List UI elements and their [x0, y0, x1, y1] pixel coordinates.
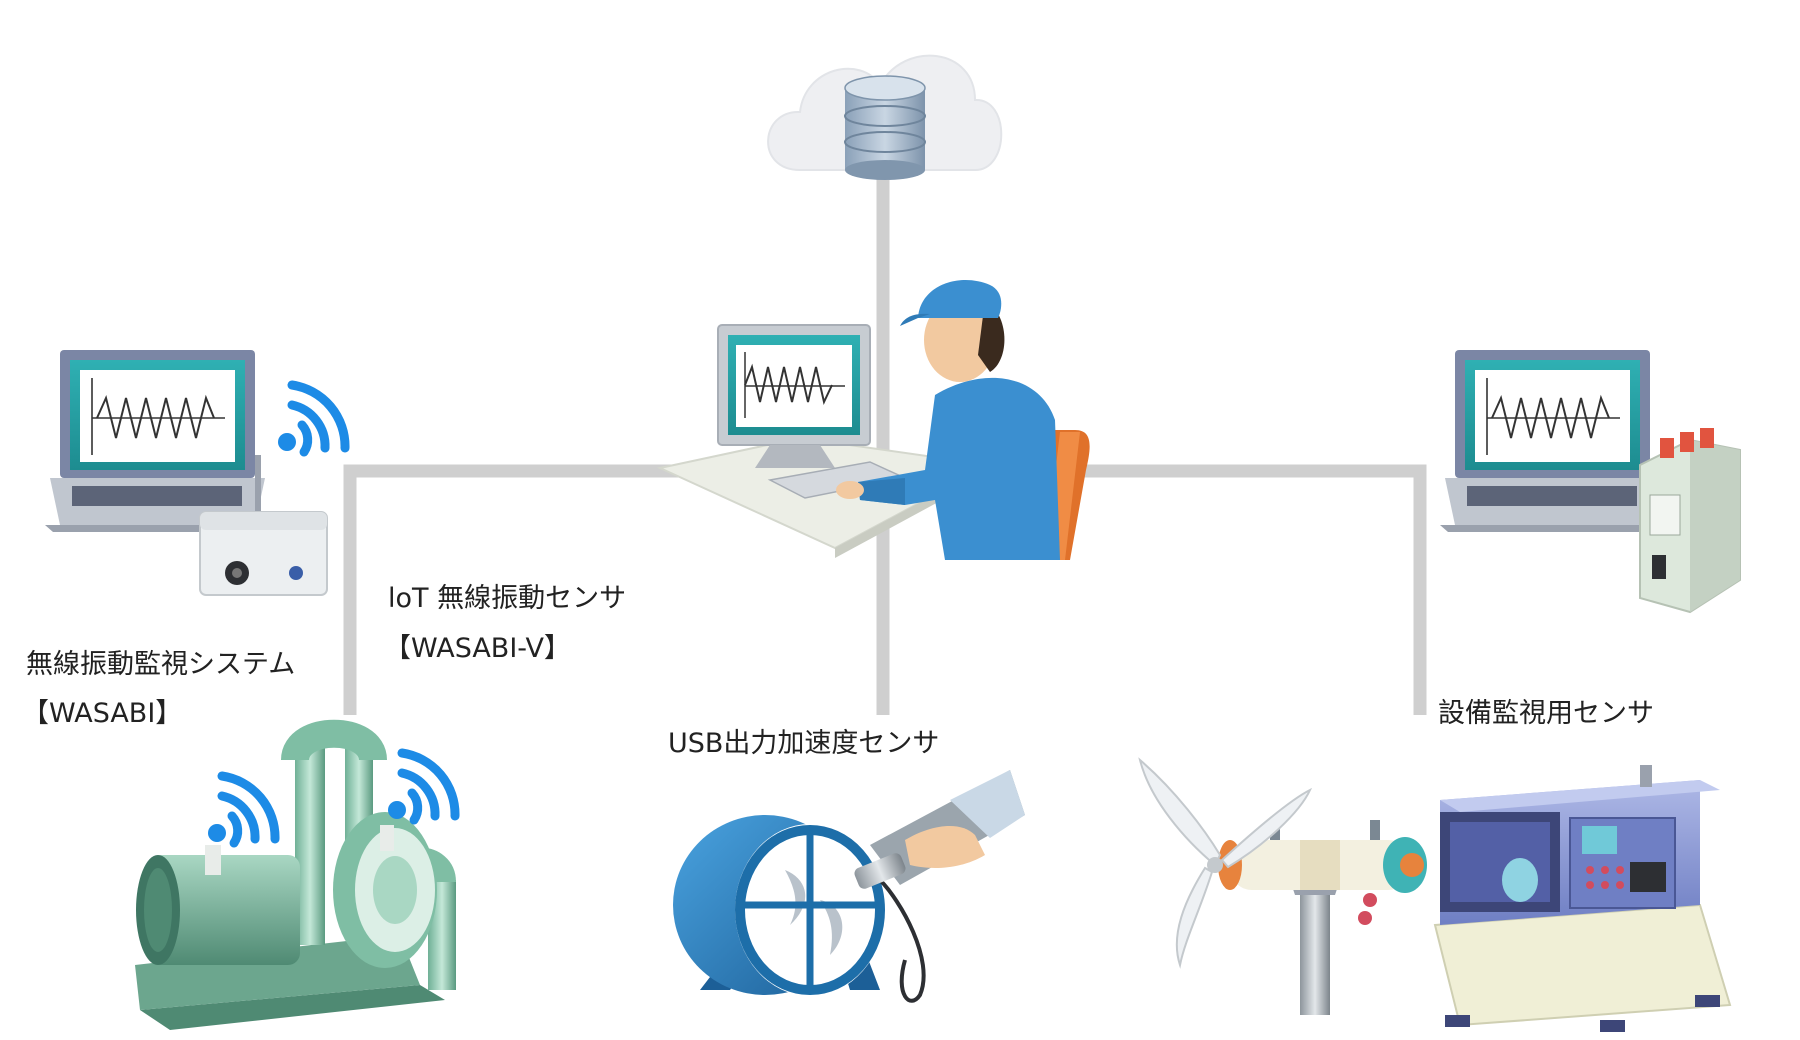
- connector-lines: [343, 175, 1427, 715]
- turbine-blade: [1138, 757, 1222, 867]
- turbine-blade: [1175, 866, 1214, 969]
- label-wasabi-system-name: 無線振動監視システム: [26, 649, 296, 680]
- pump-motor-icon: [135, 719, 456, 1030]
- turbine-blade: [1220, 787, 1313, 869]
- wind-turbine-icon: [1138, 757, 1427, 1015]
- wireless-receiver-icon: [199, 455, 328, 596]
- wifi-signal-icon: [388, 748, 460, 825]
- monitor-waveform: [744, 363, 833, 406]
- din-rail-module-icon: [1639, 428, 1741, 614]
- laptop-waveform-icon: [45, 350, 270, 532]
- cnc-lathe-icon: [1433, 765, 1732, 1032]
- connector-left: [343, 464, 700, 715]
- label-monitoring-sensor: 設備監視用センサ: [1438, 698, 1654, 729]
- label-usb-sensor: USB出力加速度センサ: [668, 728, 940, 759]
- wifi-signal-icon: [278, 380, 350, 457]
- worker-head: [924, 298, 996, 382]
- operator-workstation-icon: [656, 280, 1090, 560]
- label-iot-sensor-product: 【WASABI-V】: [384, 633, 571, 664]
- handheld-sensor-icon: [854, 770, 1025, 1003]
- worker-cap: [918, 280, 1002, 318]
- label-iot-sensor-name: loT 無線振動センサ: [388, 583, 627, 614]
- cloud-database-icon: [767, 54, 1003, 180]
- worker-body: [858, 377, 1060, 560]
- connector-right: [1075, 464, 1427, 715]
- laptop-waveform-icon: [1440, 350, 1665, 532]
- wifi-signal-icon: [208, 771, 280, 848]
- axial-fan-icon: [673, 815, 885, 996]
- database-cylinder: [844, 75, 926, 180]
- label-wasabi-system-product: 【WASABI】: [22, 698, 183, 729]
- monitor: [717, 324, 871, 468]
